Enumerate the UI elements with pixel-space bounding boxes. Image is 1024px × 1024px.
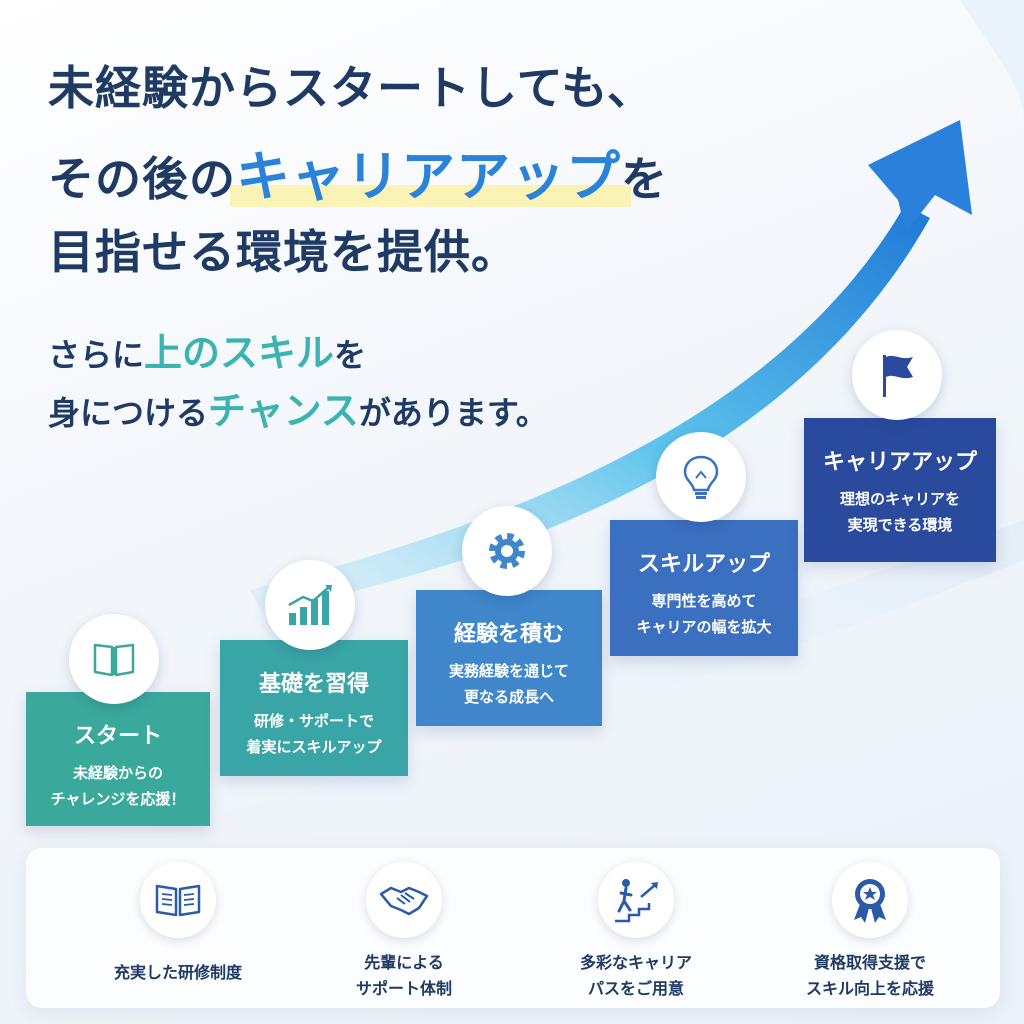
handshake-icon — [366, 862, 442, 938]
gear-icon — [462, 506, 552, 596]
step-desc-line-1: 未経験からの — [72, 764, 163, 782]
headline-line-2-suffix: を — [621, 152, 668, 206]
subcopy-line-1: さらに上のスキルを — [48, 322, 366, 377]
step-desc-line-2: 更なる成長へ — [463, 688, 554, 706]
step-desc-line-1: 研修・サポートで — [253, 712, 374, 730]
step-card-skill-up: スキルアップ 専門性を高めて キャリアの幅を拡大 — [610, 520, 798, 656]
step-desc-line-1: 専門性を高めて — [651, 592, 757, 610]
feature-label: 先輩による サポート体制 — [355, 953, 452, 998]
step-desc-line-2: キャリアの幅を拡大 — [636, 618, 772, 636]
step-description: 実務経験を通じて 更なる成長へ — [416, 658, 602, 710]
subcopy-accent-chance: チャンス — [208, 389, 359, 433]
step-desc-line-1: 理想のキャリアを — [839, 490, 960, 508]
headline-line-1: 未経験からスタートしても、 — [48, 61, 654, 115]
subcopy-line-1-prefix: さらに — [48, 336, 145, 374]
subcopy-line-2-prefix: 身につける — [48, 394, 209, 432]
step-title: 経験を積む — [453, 622, 564, 647]
step-card-experience: 経験を積む 実務経験を通じて 更なる成長へ — [416, 590, 602, 726]
bar-chart-icon — [265, 560, 355, 650]
feature-certification-support: 資格取得支援で スキル向上を応援 — [760, 848, 980, 1002]
subcopy-line-1-suffix: を — [334, 336, 367, 374]
flag-icon — [852, 330, 942, 420]
subcopy-line-2-suffix: があります。 — [358, 394, 548, 432]
step-card-basics: 基礎を習得 研修・サポートで 着実にスキルアップ — [220, 640, 408, 776]
step-title: スキルアップ — [637, 552, 770, 577]
book-icon — [69, 614, 159, 704]
step-card-start: スタート 未経験からの チャレンジを応援！ — [26, 692, 210, 826]
headline-accent-career-up: キャリアアップ — [230, 132, 631, 211]
feature-training: 充実した研修制度 — [68, 848, 288, 986]
subcopy-accent-skill: 上のスキル — [144, 331, 335, 375]
step-title: キャリアアップ — [822, 450, 977, 475]
feature-label: 充実した研修制度 — [113, 963, 242, 982]
lightbulb-icon — [656, 432, 746, 522]
feature-label: 資格取得支援で スキル向上を応援 — [805, 953, 934, 998]
award-badge-icon — [832, 862, 908, 938]
step-description: 未経験からの チャレンジを応援！ — [26, 760, 210, 812]
step-description: 研修・サポートで 着実にスキルアップ — [220, 708, 408, 760]
step-desc-line-1: 実務経験を通じて — [448, 662, 569, 680]
subcopy-line-2: 身につけるチャンスがあります。 — [48, 380, 548, 435]
feature-mentor-support: 先輩による サポート体制 — [294, 848, 514, 1002]
step-desc-line-2: チャレンジを応援！ — [50, 790, 186, 808]
step-description: 理想のキャリアを 実現できる環境 — [804, 486, 996, 538]
headline-line-2-prefix: その後の — [48, 152, 236, 206]
feature-label: 多彩なキャリア パスをご用意 — [579, 953, 692, 998]
step-title: 基礎を習得 — [258, 672, 369, 697]
step-title: スタート — [73, 724, 162, 749]
step-desc-line-2: 着実にスキルアップ — [246, 738, 382, 756]
step-desc-line-2: 実現できる環境 — [847, 516, 953, 534]
book-open-icon — [140, 862, 216, 938]
feature-career-paths: 多彩なキャリア パスをご用意 — [526, 848, 746, 1002]
headline-line-3: 目指せる環境を提供。 — [48, 225, 518, 279]
stairs-person-icon — [598, 862, 674, 938]
step-description: 専門性を高めて キャリアの幅を拡大 — [610, 588, 798, 640]
feature-panel: 充実した研修制度 先輩による サポート体制 多彩なキャリア パスをご用意 資格取… — [26, 848, 1000, 1008]
headline-line-2: その後のキャリアアップを — [48, 132, 668, 211]
step-card-career-up: キャリアアップ 理想のキャリアを 実現できる環境 — [804, 418, 996, 562]
